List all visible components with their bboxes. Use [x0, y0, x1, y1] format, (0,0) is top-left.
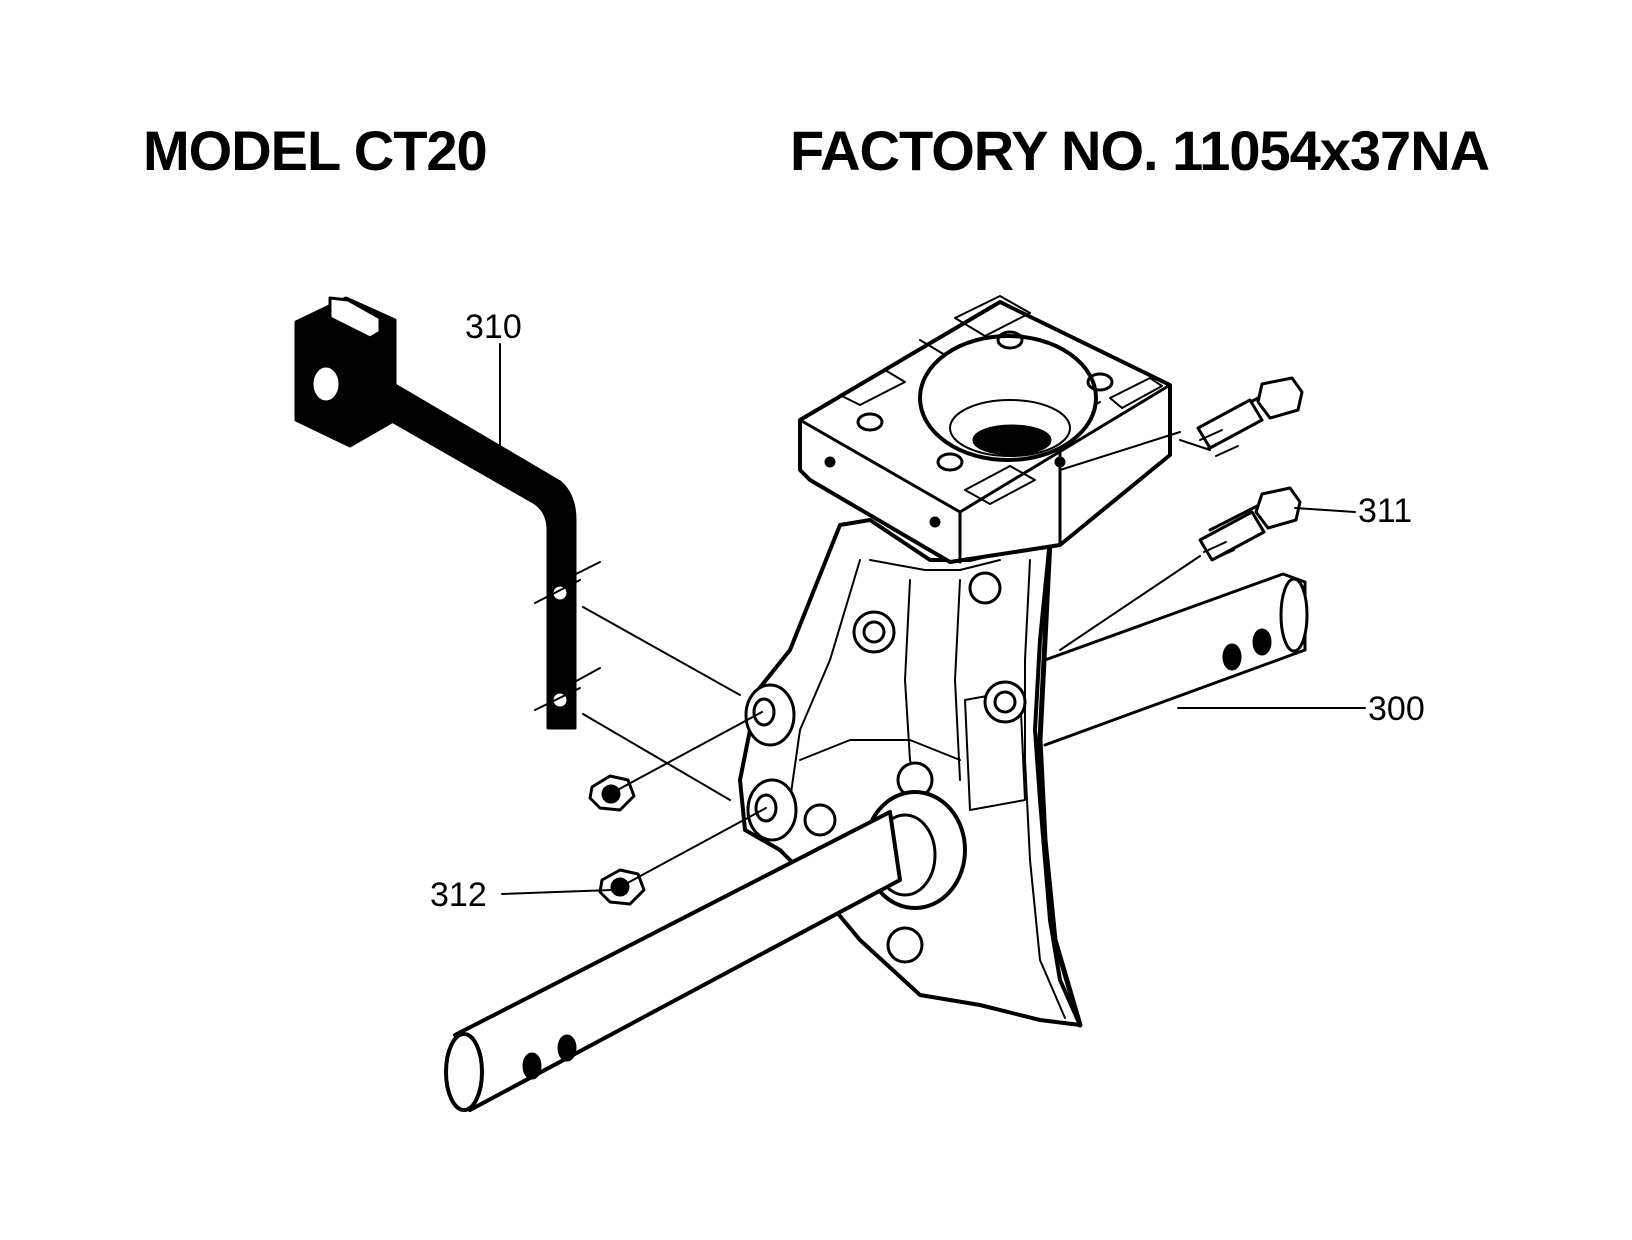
callout-310: 310 [465, 308, 522, 346]
callout-312: 312 [430, 876, 487, 914]
depth-bar-bracket [294, 296, 577, 730]
callout-300: 300 [1368, 690, 1425, 728]
callout-leaders [499, 343, 1366, 895]
bolt-upper [1179, 376, 1304, 457]
factory-number-title: FACTORY NO. 11054x37NA [790, 119, 1490, 182]
callout-311: 311 [1358, 492, 1412, 530]
tine-shaft [444, 790, 967, 1112]
assembly-guide-lines [534, 431, 1201, 888]
model-title: MODEL CT20 [143, 119, 488, 182]
gearbox-housing [738, 518, 1083, 1028]
gearbox-top-flange [798, 295, 1172, 564]
bolt-lower [1198, 486, 1302, 562]
shaft-rear-section [1043, 572, 1309, 747]
